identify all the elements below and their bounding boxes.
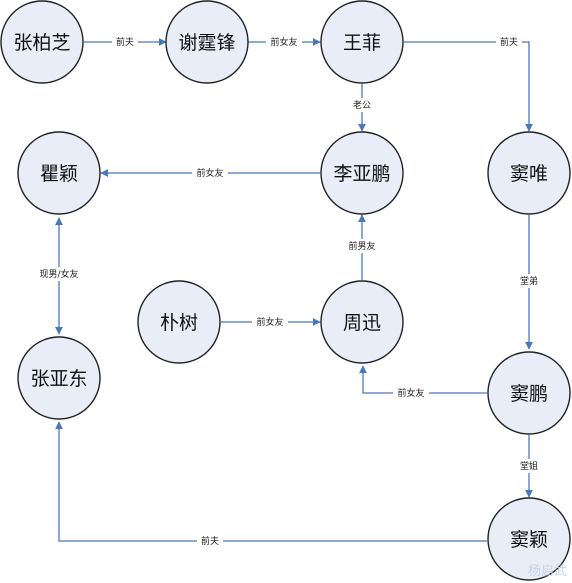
watermark: 杨启武 xyxy=(528,564,567,579)
svg-text:谢霆锋: 谢霆锋 xyxy=(178,32,235,54)
svg-text:前男友: 前男友 xyxy=(348,240,375,252)
svg-text:周迅: 周迅 xyxy=(343,312,381,334)
svg-text:窦唯: 窦唯 xyxy=(510,163,548,185)
svg-text:堂弟: 堂弟 xyxy=(520,275,538,287)
edge-label-e3: 前夫 xyxy=(496,35,522,49)
edge-label-e7: 现男/女友 xyxy=(30,267,88,281)
svg-text:王菲: 王菲 xyxy=(343,32,381,54)
edge-label-e11: 堂姐 xyxy=(516,459,542,473)
svg-text:前女友: 前女友 xyxy=(256,316,283,328)
svg-text:前夫: 前夫 xyxy=(116,36,134,48)
edge-label-e12: 前夫 xyxy=(197,534,223,548)
node-wangfei: 王菲 xyxy=(320,0,404,84)
svg-text:窦鹏: 窦鹏 xyxy=(510,383,548,405)
node-xietingfeng: 谢霆锋 xyxy=(165,0,249,84)
svg-text:张亚东: 张亚东 xyxy=(30,368,87,390)
node-quying: 瞿颖 xyxy=(17,131,101,215)
node-douying: 窦颖 xyxy=(487,497,571,581)
svg-text:前女友: 前女友 xyxy=(397,387,424,399)
svg-text:瞿颖: 瞿颖 xyxy=(40,163,78,185)
node-pushu: 朴树 xyxy=(137,280,221,364)
svg-text:张柏芝: 张柏芝 xyxy=(13,32,70,54)
node-zhangbozhi: 张柏芝 xyxy=(0,0,84,84)
svg-text:朴树: 朴树 xyxy=(160,312,198,334)
svg-text:李亚鹏: 李亚鹏 xyxy=(333,163,390,185)
edge-doupeng-zhouxun xyxy=(359,365,487,394)
edge-label-e5: 前女友 xyxy=(192,166,228,180)
node-doupeng: 窦鹏 xyxy=(487,351,571,435)
edge-label-e10: 前女友 xyxy=(393,386,429,400)
svg-text:前女友: 前女友 xyxy=(196,167,223,179)
edge-label-e2: 前女友 xyxy=(266,35,302,49)
node-liyapeng: 李亚鹏 xyxy=(320,131,404,215)
edge-label-e4: 老公 xyxy=(349,98,375,112)
edge-wangfei-douwei xyxy=(404,41,533,132)
svg-text:前夫: 前夫 xyxy=(201,535,219,547)
svg-text:老公: 老公 xyxy=(353,99,371,111)
svg-text:前夫: 前夫 xyxy=(500,36,518,48)
edge-label-e8: 前女友 xyxy=(252,315,288,329)
svg-text:堂姐: 堂姐 xyxy=(520,460,538,472)
node-zhangyadong: 张亚东 xyxy=(17,336,101,420)
edge-label-e1: 前夫 xyxy=(112,35,138,49)
edge-douying-zhangyadong xyxy=(55,421,487,542)
edge-label-e6: 前男友 xyxy=(344,239,380,253)
node-douwei: 窦唯 xyxy=(487,131,571,215)
svg-text:窦颖: 窦颖 xyxy=(510,529,548,551)
svg-text:前女友: 前女友 xyxy=(270,36,297,48)
node-zhouxun: 周迅 xyxy=(320,280,404,364)
svg-text:现男/女友: 现男/女友 xyxy=(39,268,78,280)
edge-label-e9: 堂弟 xyxy=(516,274,542,288)
